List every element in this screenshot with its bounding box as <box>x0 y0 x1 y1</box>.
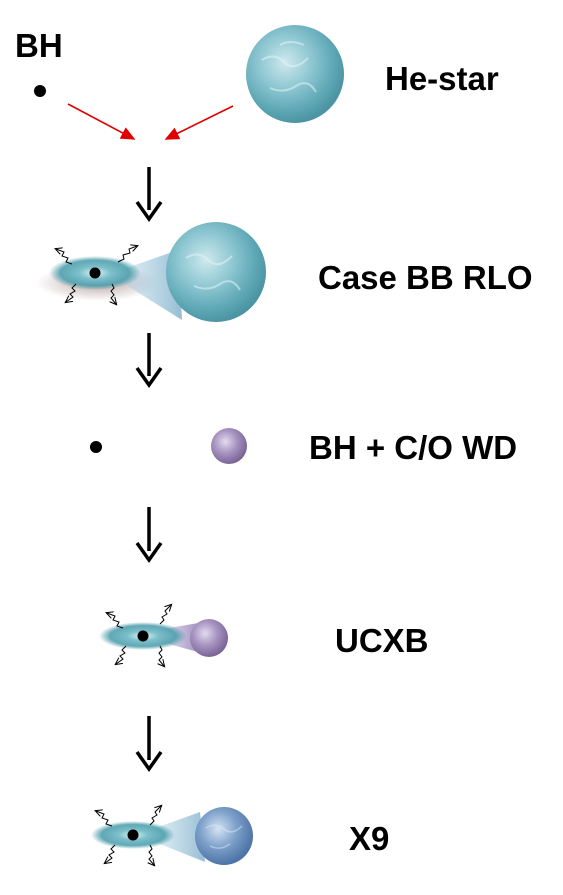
white-dwarf-sphere <box>211 428 247 464</box>
down-arrow-2 <box>135 333 163 389</box>
red-arrow-right <box>164 105 234 140</box>
accretion-system-ucxb <box>99 605 228 666</box>
label-he-star: He-star <box>385 60 499 97</box>
he-star-sphere <box>246 25 344 123</box>
label-bh: BH <box>15 27 63 64</box>
black-hole-dot <box>34 85 46 97</box>
label-bh-cowd: BH + C/O WD <box>309 429 518 466</box>
label-x9: X9 <box>349 820 390 857</box>
down-arrow-3 <box>135 507 163 564</box>
down-arrow-1 <box>135 167 163 223</box>
accretion-system-x9 <box>91 806 253 865</box>
down-arrow-4 <box>135 716 163 773</box>
red-arrow-left <box>67 103 136 140</box>
accretion-system-rlo <box>36 222 266 322</box>
label-ucxb: UCXB <box>335 622 429 659</box>
black-hole-dot-2 <box>90 441 102 453</box>
label-case-bb-rlo: Case BB RLO <box>318 259 533 296</box>
